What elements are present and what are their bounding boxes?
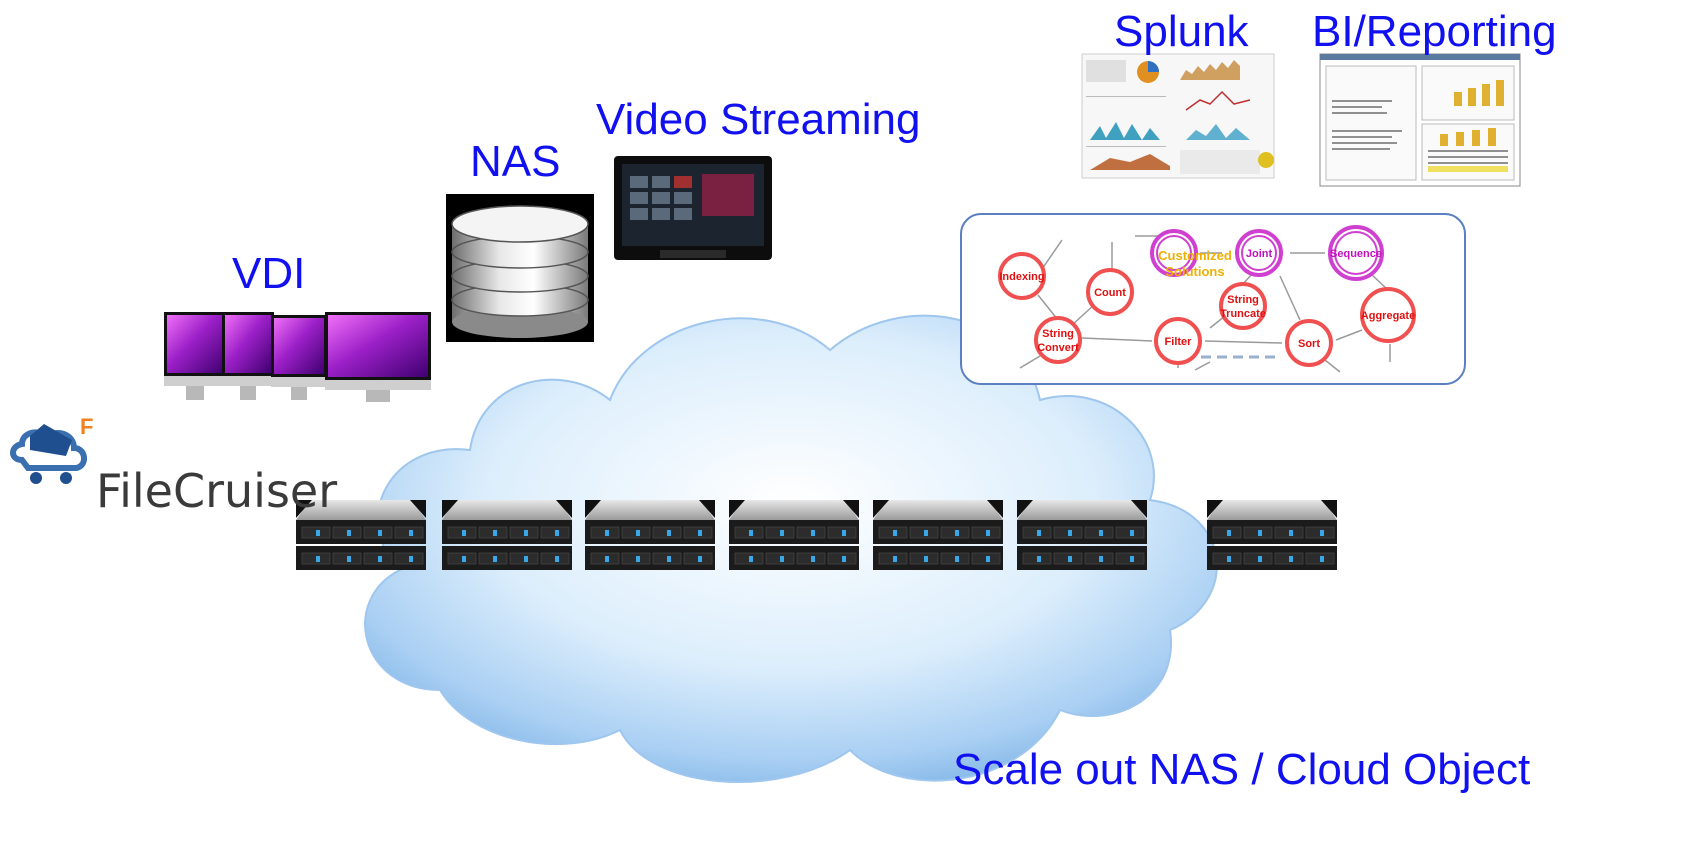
monitor-icon xyxy=(271,315,327,400)
server-icon xyxy=(1207,500,1337,570)
splunk-dashboard-thumbnail xyxy=(1081,53,1275,179)
bi-report-thumbnail xyxy=(1319,53,1521,187)
server-icon xyxy=(729,500,859,570)
customized-solutions-line1: Customized xyxy=(1158,248,1232,263)
cloud-truck-icon: F xyxy=(10,414,93,484)
node-string-truncate-line1: String xyxy=(1227,294,1259,306)
brand-name: FileCruiser xyxy=(96,464,338,518)
label-splunk: Splunk xyxy=(1114,7,1249,56)
server-row xyxy=(296,500,1337,570)
node-string-truncate-line2: Truncate xyxy=(1220,308,1266,320)
server-icon xyxy=(585,500,715,570)
label-nas: NAS xyxy=(470,137,561,186)
node-string-convert-line2: Convert xyxy=(1037,342,1079,354)
node-aggregate: Aggregate xyxy=(1361,310,1415,322)
node-filter: Filter xyxy=(1165,336,1193,348)
label-vdi: VDI xyxy=(232,249,306,298)
node-count: Count xyxy=(1094,287,1126,299)
monitor-icon xyxy=(164,312,226,400)
monitor-icon xyxy=(222,312,274,400)
server-icon xyxy=(442,500,572,570)
nas-database-icon xyxy=(446,194,594,342)
server-icon xyxy=(296,500,426,570)
node-sort: Sort xyxy=(1298,338,1320,350)
vdi-desktops xyxy=(164,312,431,402)
data-flow-panel: Indexing Count String Convert Filter Str… xyxy=(960,213,1466,385)
server-icon xyxy=(1017,500,1147,570)
label-scale-out-nas: Scale out NAS / Cloud Object xyxy=(953,745,1531,794)
label-bi-reporting: BI/Reporting xyxy=(1312,7,1557,56)
server-icon xyxy=(873,500,1003,570)
node-indexing: Indexing xyxy=(999,271,1044,283)
customized-solutions-line2: Solutions xyxy=(1165,264,1224,279)
logo-letter: F xyxy=(80,414,93,439)
node-sequence: Sequence xyxy=(1330,248,1382,260)
node-joint: Joint xyxy=(1246,248,1273,260)
label-video-streaming: Video Streaming xyxy=(596,95,921,144)
monitor-icon xyxy=(325,312,431,402)
node-string-convert-line1: String xyxy=(1042,328,1074,340)
tv-icon xyxy=(614,156,772,260)
